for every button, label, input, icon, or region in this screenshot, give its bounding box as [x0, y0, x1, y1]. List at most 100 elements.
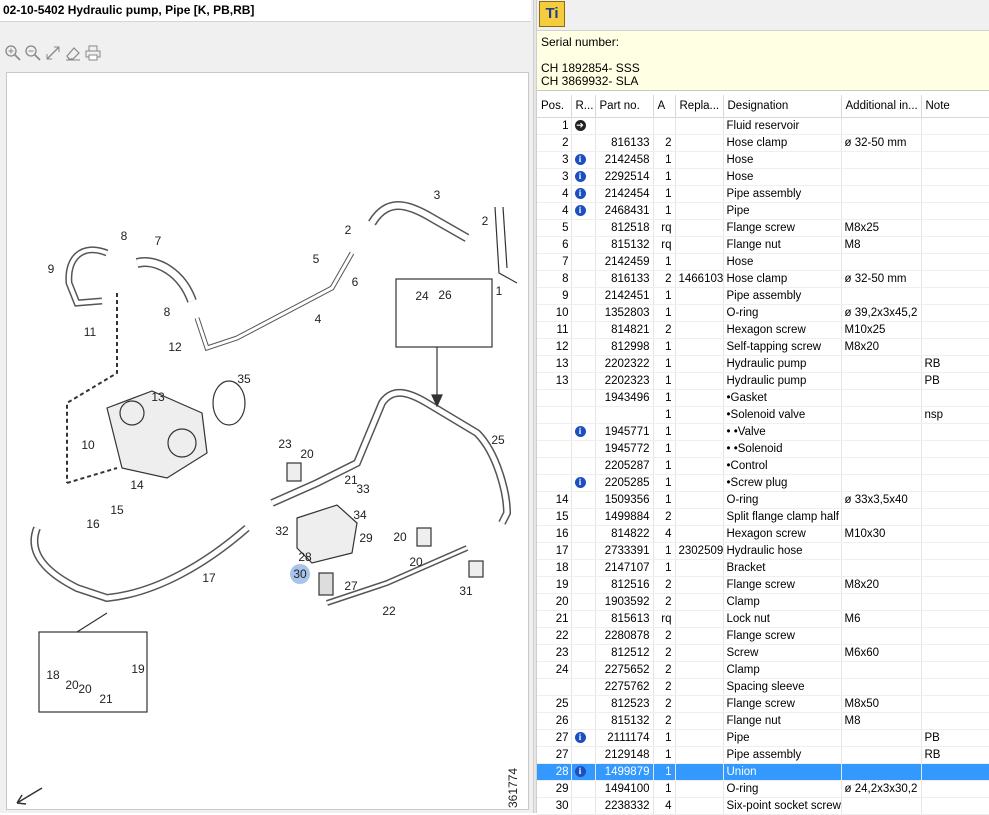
callout-label[interactable]: 26 — [438, 288, 452, 302]
callout-label[interactable]: 7 — [155, 234, 162, 248]
zoom-out-icon[interactable] — [24, 44, 42, 62]
callout-label[interactable]: 14 — [130, 478, 144, 492]
col-replaced[interactable]: Repla... — [675, 95, 724, 118]
callout-label[interactable]: 9 — [48, 262, 55, 276]
callout-label[interactable]: 8 — [121, 229, 128, 243]
callout-label[interactable]: 27 — [344, 579, 358, 593]
callout-label[interactable]: 24 — [415, 289, 429, 303]
callout-label[interactable]: 25 — [491, 433, 505, 447]
callout-label[interactable]: 19 — [131, 662, 145, 676]
col-pos[interactable]: Pos. — [537, 95, 572, 118]
col-additional[interactable]: Additional in... — [841, 95, 922, 118]
zoom-in-icon[interactable] — [4, 44, 22, 62]
callout-label[interactable]: 11 — [84, 325, 97, 339]
callout-label[interactable]: 29 — [359, 531, 373, 545]
table-row[interactable]: 1➔Fluid reservoir — [537, 117, 989, 135]
info-icon[interactable]: i — [574, 154, 586, 166]
callout-label[interactable]: 18 — [46, 668, 60, 682]
callout-label[interactable]: 23 — [278, 437, 292, 451]
callout-label[interactable]: 8 — [164, 305, 171, 319]
callout-label[interactable]: 35 — [237, 372, 251, 386]
col-qty[interactable]: A — [653, 95, 676, 118]
callout-label[interactable]: 30 — [293, 567, 307, 581]
col-note[interactable]: Note — [921, 95, 989, 118]
info-icon[interactable]: i — [574, 171, 586, 183]
print-icon[interactable] — [84, 44, 102, 62]
callout-label[interactable]: 6 — [352, 275, 359, 289]
eraser-icon[interactable] — [64, 44, 82, 62]
callout-label[interactable]: 17 — [202, 571, 216, 585]
callout-label[interactable]: 16 — [86, 517, 100, 531]
info-icon[interactable]: i — [574, 188, 586, 200]
col-designation[interactable]: Designation — [723, 95, 842, 118]
callout-label[interactable]: 31 — [459, 584, 473, 598]
pane-splitter[interactable] — [533, 0, 537, 813]
callout-label[interactable]: 20 — [65, 678, 79, 692]
callout-label[interactable]: 3 — [434, 188, 441, 202]
col-ref[interactable]: R... — [571, 95, 596, 118]
callout-label[interactable]: 15 — [110, 503, 124, 517]
arrow-right-icon[interactable]: ➔ — [574, 120, 586, 132]
info-icon[interactable]: i — [574, 732, 586, 744]
info-icon[interactable]: i — [574, 205, 586, 217]
callout-label[interactable]: 21 — [344, 473, 358, 487]
info-icon[interactable]: i — [574, 477, 586, 489]
callout-label[interactable]: 20 — [300, 447, 314, 461]
callout-label[interactable]: 20 — [393, 530, 407, 544]
callout-label[interactable]: 20 — [78, 682, 92, 696]
callout-label[interactable]: 33 — [356, 482, 370, 496]
fit-icon[interactable] — [44, 44, 62, 62]
callout-label[interactable]: 2 — [345, 223, 352, 237]
callout-label[interactable]: 4 — [315, 312, 322, 326]
callout-label[interactable]: 5 — [313, 252, 320, 266]
technical-info-button[interactable]: Ti — [539, 1, 565, 27]
callout-label[interactable]: 22 — [382, 604, 396, 618]
info-icon[interactable]: i — [574, 766, 586, 778]
callout-label[interactable]: 21 — [99, 692, 113, 706]
callout-label[interactable]: 2 — [482, 214, 489, 228]
info-icon[interactable]: i — [574, 426, 586, 438]
callout-label[interactable]: 28 — [298, 550, 312, 564]
callout-label[interactable]: 34 — [353, 508, 367, 522]
callout-label[interactable]: 10 — [81, 438, 95, 452]
